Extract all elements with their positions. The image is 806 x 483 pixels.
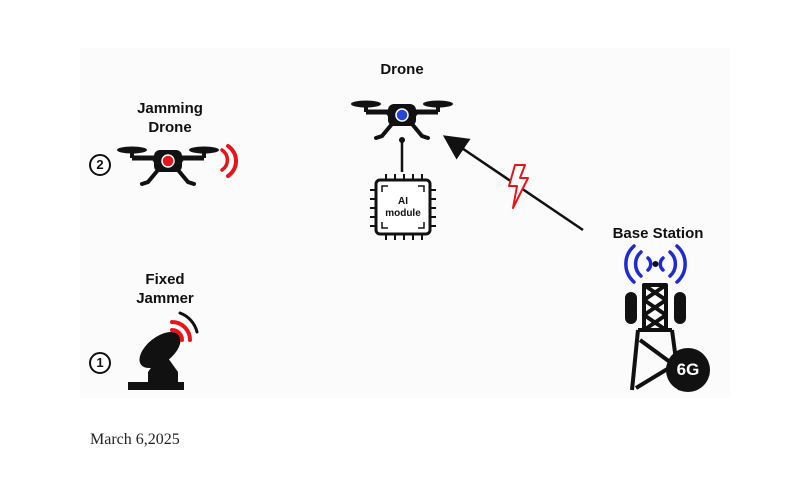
- ai-module-label-line2: module: [385, 208, 421, 219]
- ai-module-label: AI module: [380, 196, 426, 220]
- marker-1: 1: [89, 352, 111, 374]
- footer-date: March 6,2025: [90, 431, 180, 448]
- fixed-jammer-label: Fixed Jammer: [120, 270, 210, 308]
- cell-tower-icon: [624, 244, 710, 392]
- drone-icon: [351, 101, 453, 139]
- jamming-drone-label: Jamming Drone: [120, 99, 220, 137]
- marker-2: 2: [89, 154, 111, 176]
- drone-label: Drone: [380, 61, 424, 78]
- base-station-label: Base Station: [612, 225, 704, 242]
- 6g-badge: 6G: [676, 360, 700, 379]
- ai-module-label-line1: AI: [398, 196, 408, 207]
- chip-icon: [370, 174, 436, 240]
- jamming-signal-waves-icon: [220, 144, 238, 178]
- jammer-inner-wave: [178, 311, 199, 334]
- jammer-signal-waves-icon: [170, 320, 192, 342]
- jamming-drone-icon: [117, 147, 219, 185]
- jamming-drone-label-line2: Drone: [148, 119, 192, 136]
- connector-dot: [399, 137, 405, 143]
- lightning-icon: [508, 164, 529, 209]
- fixed-jammer-label-line2: Jammer: [136, 290, 194, 307]
- jamming-drone-label-line1: Jamming: [137, 100, 203, 117]
- satellite-dish-icon: [128, 332, 184, 390]
- fixed-jammer-label-line1: Fixed: [145, 271, 185, 288]
